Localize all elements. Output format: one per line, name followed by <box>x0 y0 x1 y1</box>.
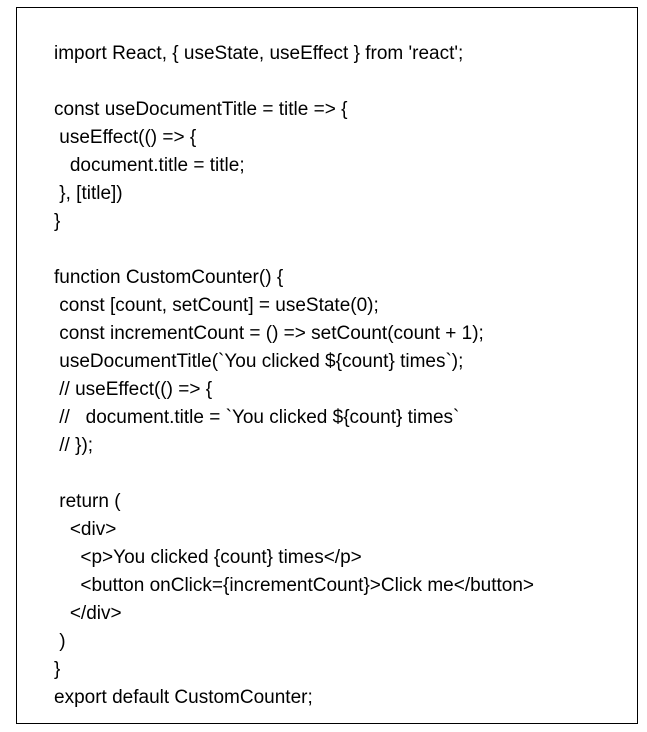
code-line-component-declaration: function CustomCounter() { <box>54 267 284 288</box>
code-line-blank <box>54 236 534 264</box>
code-line-effect-deps: }, [title]) <box>54 183 123 204</box>
code-line-return-open: return ( <box>54 491 121 512</box>
code-line-export: export default CustomCounter; <box>54 687 313 708</box>
code-line-component-close: } <box>54 659 61 680</box>
code-line-use-state: const [count, setCount] = useState(0); <box>54 295 379 316</box>
code-line-blank <box>54 460 534 488</box>
code-line-blank <box>54 68 534 96</box>
code-line-return-close: ) <box>54 631 66 652</box>
code-line-use-document-title: useDocumentTitle(`You clicked ${count} t… <box>54 351 464 372</box>
code-snippet-frame: import React, { useState, useEffect } fr… <box>16 7 638 724</box>
code-line-comment-effect-open: // useEffect(() => { <box>54 379 213 400</box>
code-line-set-title: document.title = title; <box>54 155 245 176</box>
code-block: import React, { useState, useEffect } fr… <box>54 40 534 712</box>
code-line-button: <button onClick={incrementCount}>Click m… <box>54 575 535 596</box>
code-line-hook-close: } <box>54 211 61 232</box>
code-line-import: import React, { useState, useEffect } fr… <box>54 43 464 64</box>
code-line-div-close: </div> <box>54 603 122 624</box>
code-line-div-open: <div> <box>54 519 117 540</box>
code-line-hook-declaration: const useDocumentTitle = title => { <box>54 99 348 120</box>
code-line-increment-handler: const incrementCount = () => setCount(co… <box>54 323 484 344</box>
code-line-use-effect-open: useEffect(() => { <box>54 127 197 148</box>
code-line-comment-effect-close: // }); <box>54 435 94 456</box>
code-line-comment-set-title: // document.title = `You clicked ${count… <box>54 407 460 428</box>
code-line-paragraph: <p>You clicked {count} times</p> <box>54 547 362 568</box>
